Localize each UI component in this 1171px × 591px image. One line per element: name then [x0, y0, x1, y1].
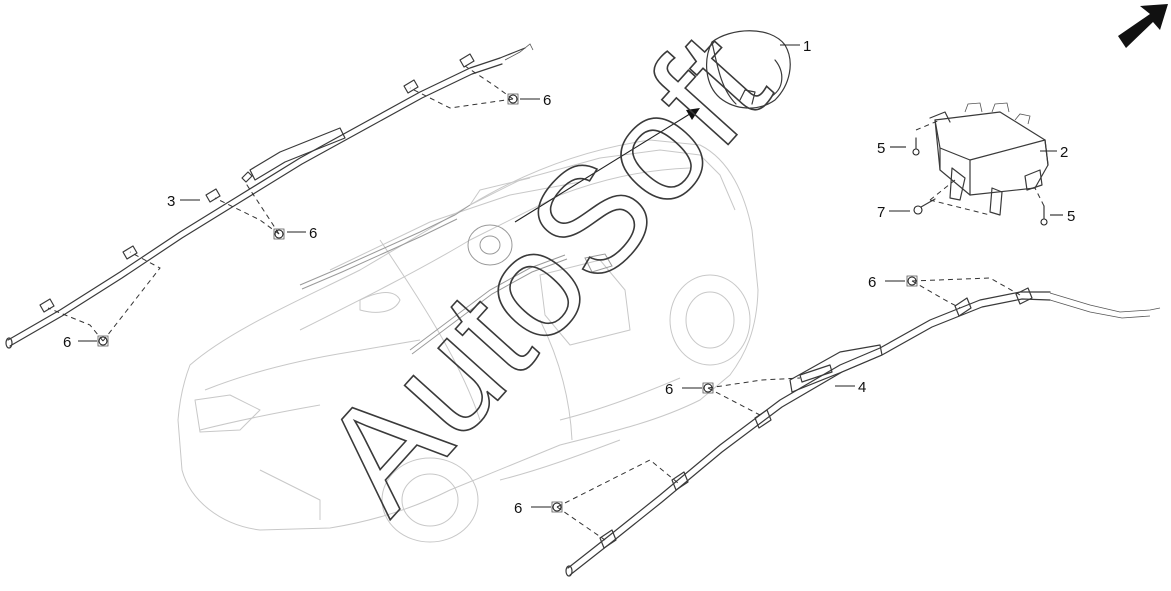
callout-6-right-low: 6 [514, 500, 522, 517]
screw-5-right [1040, 205, 1048, 226]
watermark: AutoSoft [289, 1, 799, 541]
callout-6-right-top: 6 [868, 274, 876, 291]
bolt-6-right-low [551, 501, 563, 513]
screw-5-left [912, 137, 920, 156]
vehicle-outline [177, 139, 759, 543]
callout-6-top: 6 [543, 92, 551, 109]
front-arrow-icon [1118, 4, 1168, 48]
location-arrow [514, 108, 700, 223]
callout-6-lower-left: 6 [63, 334, 71, 351]
callout-6-right-mid: 6 [665, 381, 673, 398]
callout-6-mid: 6 [309, 225, 317, 242]
location-arrowhead [686, 108, 700, 120]
airbag-control-unit [929, 102, 1049, 216]
callout-5-right: 5 [1067, 208, 1075, 225]
assembly-dash-lines [47, 65, 1045, 541]
curtain-airbag-left [5, 43, 534, 349]
callout-4: 4 [858, 379, 866, 396]
callout-labels: 1 2 3 4 5 5 6 6 6 6 6 6 7 [63, 38, 1075, 517]
callout-2: 2 [1060, 144, 1068, 161]
driver-airbag-module [706, 30, 791, 109]
curtain-airbag-right [565, 287, 1161, 577]
callout-3: 3 [167, 193, 175, 210]
vehicle-installed-parts [299, 204, 613, 355]
callout-7: 7 [877, 204, 885, 221]
callout-5-left: 5 [877, 140, 885, 157]
callout-1: 1 [803, 38, 811, 55]
bolt-7 [913, 198, 936, 215]
callout-leaders [78, 44, 1063, 508]
